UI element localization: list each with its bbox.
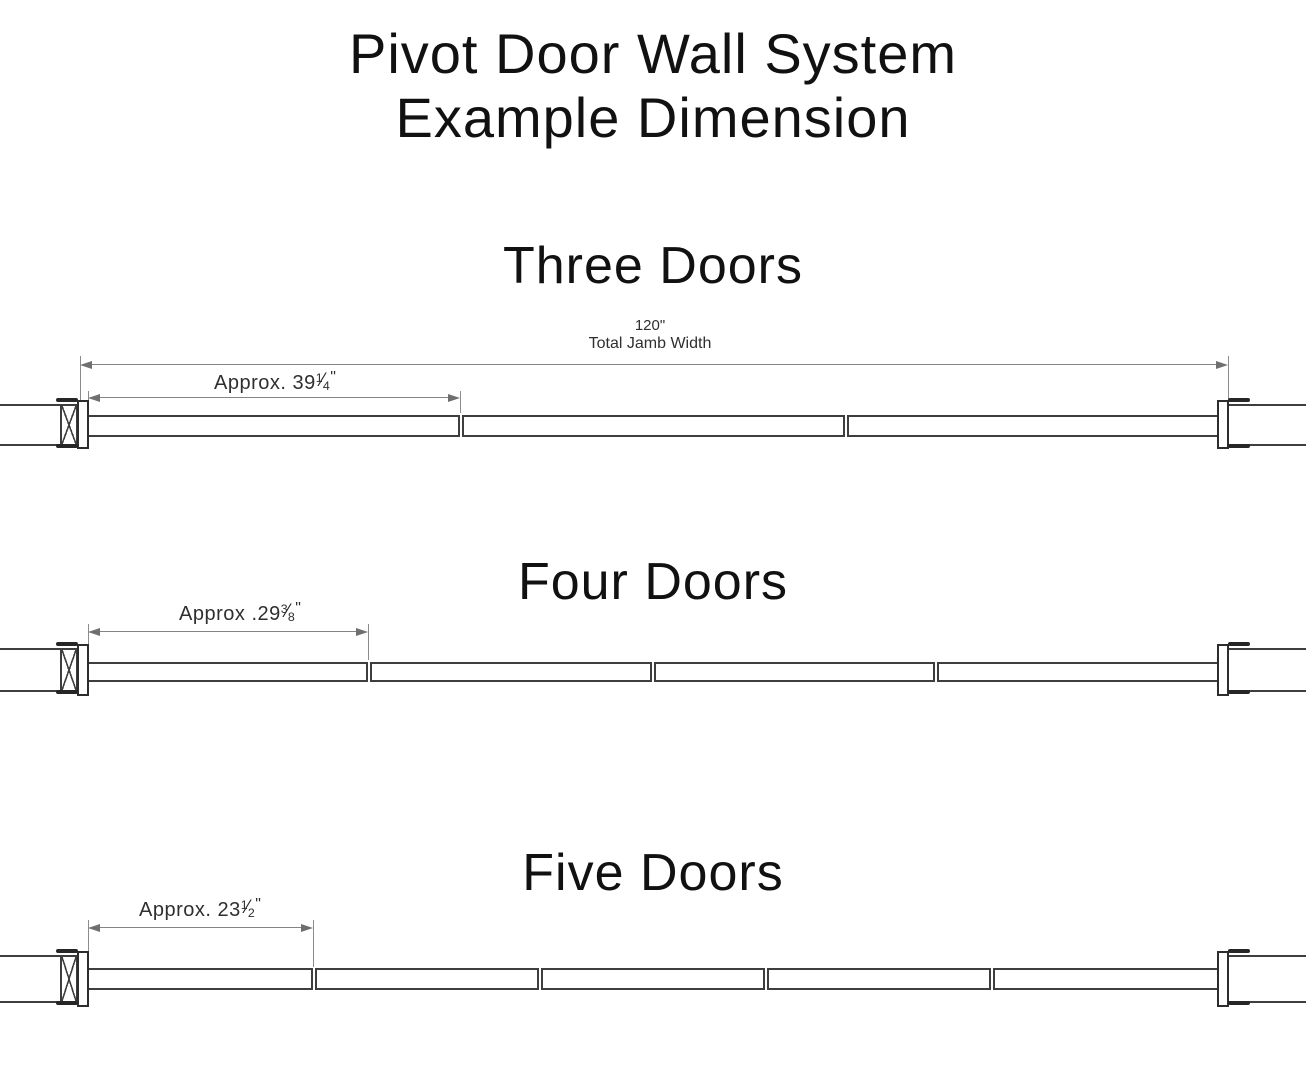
left-jamb xyxy=(77,400,89,449)
dimension-unit: " xyxy=(330,369,336,386)
left-jamb xyxy=(77,644,89,696)
dimension-unit: " xyxy=(255,896,261,913)
panel-joint-2 xyxy=(843,415,849,437)
page-title: Pivot Door Wall System Example Dimension xyxy=(0,22,1306,150)
left-jamb-bottom-cap xyxy=(56,444,78,448)
panel-joint-1 xyxy=(366,662,372,682)
panel-joint-1 xyxy=(311,968,317,990)
panel-joint-2 xyxy=(650,662,656,682)
extension-line-right xyxy=(368,624,369,660)
right-jamb xyxy=(1217,951,1229,1007)
panel-joint-3 xyxy=(933,662,939,682)
right-jamb xyxy=(1217,644,1229,696)
overall-dimension-caption: Total Jamb Width xyxy=(588,335,712,352)
overall-dimension-label: 120" Total Jamb Width xyxy=(450,317,850,354)
overall-dimension-value: 120" xyxy=(634,317,666,334)
panel-joint-3 xyxy=(763,968,769,990)
dimension-arrow-right-icon xyxy=(301,924,313,932)
page-title-line1: Pivot Door Wall System xyxy=(348,22,958,85)
dimension-fraction-denominator: 8 xyxy=(287,609,296,624)
left-jamb-bottom-cap xyxy=(56,690,78,694)
left-wall-stud-x-brace-icon xyxy=(60,955,78,1003)
dimension-arrow-left-icon xyxy=(88,924,100,932)
five-doors-heading: Five Doors xyxy=(522,844,784,902)
dimension-arrow-right-icon xyxy=(1216,361,1228,369)
extension-line-left xyxy=(88,920,89,956)
dimension-prefix: Approx. 39 xyxy=(214,372,316,395)
dimension-arrow-right-icon xyxy=(356,628,368,636)
dimension-fraction-numerator: 1 xyxy=(315,370,324,385)
left-jamb-bottom-cap xyxy=(56,1001,78,1005)
four-doors-panel-dimension: Approx .293⁄8" xyxy=(115,600,365,626)
panel-dimension-line xyxy=(98,927,303,928)
fraction-slash: ⁄ xyxy=(246,897,250,919)
three-doors-panel-dimension: Approx. 391⁄4" xyxy=(150,369,400,395)
four-doors-heading: Four Doors xyxy=(517,553,789,611)
three-doors-heading: Three Doors xyxy=(503,237,803,295)
right-jamb-bottom-cap xyxy=(1228,1001,1250,1005)
dimension-arrow-left-icon xyxy=(88,394,100,402)
right-jamb-top-cap xyxy=(1228,398,1250,402)
dimension-fraction-numerator: 1 xyxy=(240,897,249,912)
right-jamb-top-cap xyxy=(1228,949,1250,953)
fraction-slash: ⁄ xyxy=(286,601,290,623)
door-panel-run xyxy=(88,415,1218,437)
five-doors-panel-dimension: Approx. 231⁄2" xyxy=(75,896,325,922)
page-title-line2: Example Dimension xyxy=(395,86,911,149)
extension-line-left xyxy=(88,624,89,660)
left-jamb xyxy=(77,951,89,1007)
panel-joint-2 xyxy=(537,968,543,990)
left-jamb-top-cap xyxy=(56,642,78,646)
panel-joint-4 xyxy=(989,968,995,990)
dimension-fraction-denominator: 2 xyxy=(247,905,256,920)
dimension-unit: " xyxy=(295,600,301,617)
right-wall xyxy=(1228,955,1306,1003)
extension-line-right xyxy=(460,391,461,413)
panel-dimension-line xyxy=(98,631,358,632)
right-wall xyxy=(1228,648,1306,692)
dimension-fraction-denominator: 4 xyxy=(322,378,331,393)
panel-joint-1 xyxy=(458,415,464,437)
dimension-arrow-left-icon xyxy=(80,361,92,369)
extension-line-right xyxy=(1228,356,1229,402)
extension-line-right xyxy=(313,920,314,967)
left-wall-stud-x-brace-icon xyxy=(60,648,78,692)
dimension-arrow-right-icon xyxy=(448,394,460,402)
fraction-slash: ⁄ xyxy=(321,370,325,392)
dimension-prefix: Approx. 23 xyxy=(139,899,241,922)
dimension-prefix: Approx .29 xyxy=(179,603,281,626)
right-jamb-bottom-cap xyxy=(1228,690,1250,694)
left-jamb-top-cap xyxy=(56,949,78,953)
extension-line-left xyxy=(80,356,81,402)
right-jamb xyxy=(1217,400,1229,449)
left-wall-stud-x-brace-icon xyxy=(60,404,78,446)
door-panel-run xyxy=(88,968,1218,990)
dimension-arrow-left-icon xyxy=(88,628,100,636)
overall-dimension-line xyxy=(90,364,1218,365)
dimension-fraction-numerator: 3 xyxy=(280,601,289,616)
right-jamb-bottom-cap xyxy=(1228,444,1250,448)
right-wall xyxy=(1228,404,1306,446)
left-jamb-top-cap xyxy=(56,398,78,402)
right-jamb-top-cap xyxy=(1228,642,1250,646)
panel-dimension-line xyxy=(98,397,450,398)
